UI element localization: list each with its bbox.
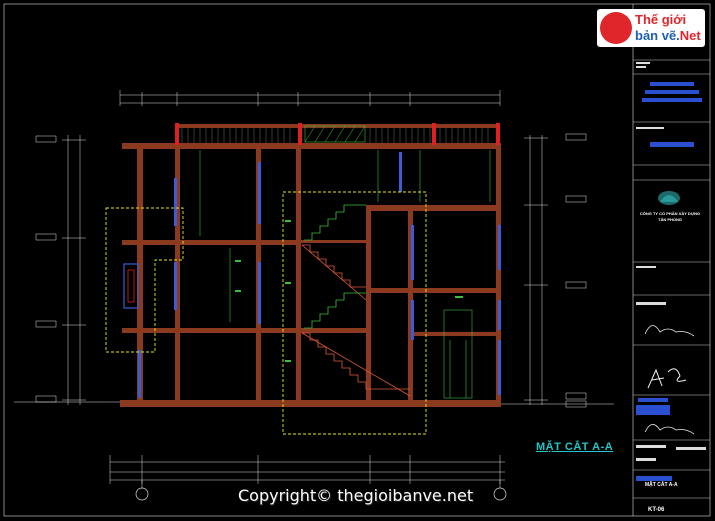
- grid-axis-marker-right[interactable]: [493, 480, 507, 501]
- top-dimension-line: [119, 90, 501, 106]
- right-dimension-line: [524, 135, 548, 405]
- title-block-sheet-code: KT-06: [648, 507, 665, 513]
- title-block-white-fields: [636, 62, 706, 461]
- level-markers-left: [14, 135, 120, 403]
- logo-line2-main: bản vẽ.: [635, 28, 680, 43]
- left-window-frame: [123, 263, 139, 309]
- detail-callout-left[interactable]: [105, 207, 184, 353]
- drawing-frame: [3, 3, 711, 517]
- roof-parapet: [175, 123, 500, 145]
- interior-lines: [199, 150, 491, 399]
- title-block-blue-fields: [636, 82, 702, 481]
- section-title: MẶT CẮT A-A: [536, 441, 614, 453]
- title-block-company: CÔNG TY CỔ PHẦN XÂY DỰNG TÂN PHONG: [639, 211, 701, 222]
- detail-callout-stair[interactable]: [282, 191, 427, 435]
- windows: [138, 152, 501, 398]
- logo-line1: Thế giới: [635, 12, 687, 27]
- floor-slabs: [120, 143, 500, 407]
- staircase-upper: [304, 204, 366, 329]
- left-dimension-line: [62, 135, 86, 405]
- level-markers-right: [500, 133, 614, 408]
- signature-sketch-1: [644, 325, 695, 337]
- house-icon: [600, 12, 632, 44]
- logo-line2: bản vẽ.Net: [635, 28, 701, 43]
- logo-line2-accent: Net: [679, 28, 701, 43]
- columns: [137, 143, 501, 407]
- title-block-sheet-name: MẶT CẮT A-A: [645, 482, 678, 488]
- grid-axis-marker-left[interactable]: [135, 480, 149, 501]
- bottom-dimension-line: [109, 455, 505, 484]
- title-block: [633, 59, 710, 499]
- site-logo[interactable]: Thế giới bản vẽ.Net: [597, 9, 705, 47]
- railing-hatch: [181, 128, 489, 143]
- dimension-labels: [235, 220, 463, 362]
- copyright-watermark: Copyright© thegioibanve.net: [238, 486, 474, 505]
- company-emblem: [658, 191, 680, 205]
- signature-sketch-2: [644, 424, 695, 435]
- signature-mark: [647, 368, 687, 389]
- staircase: [301, 244, 411, 397]
